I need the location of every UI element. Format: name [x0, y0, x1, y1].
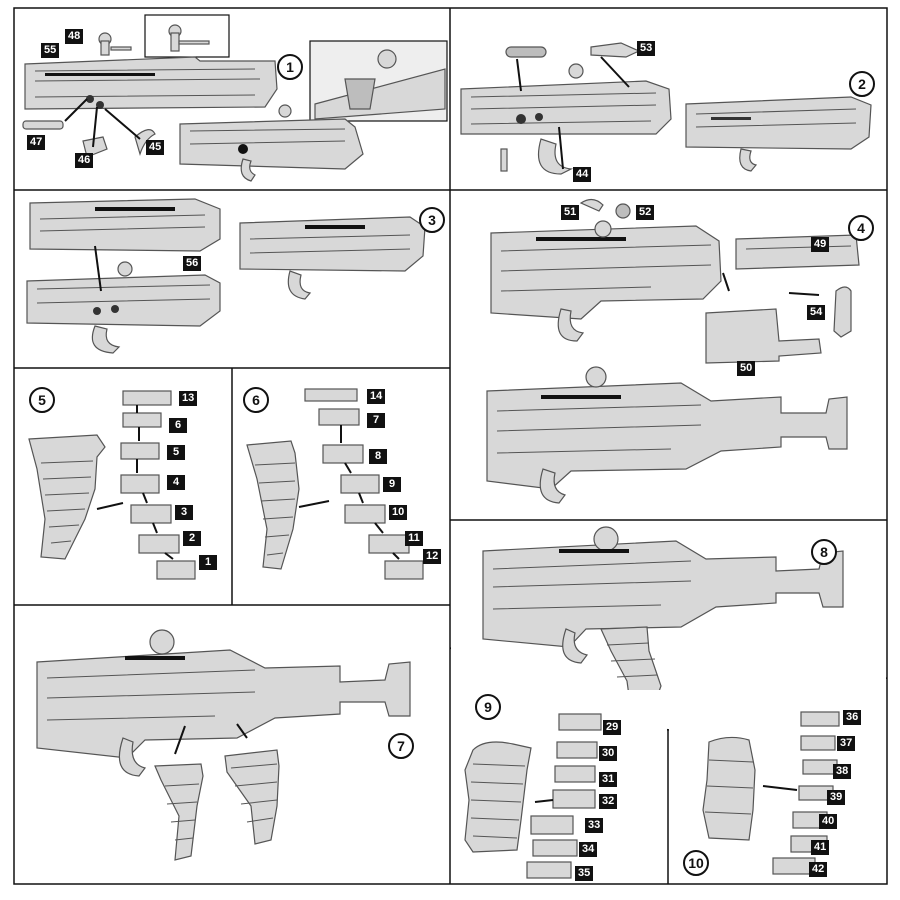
part-label-37: 37 [837, 736, 856, 751]
panel-step-9: 9 29 30 31 32 33 34 35 [451, 690, 667, 883]
part-label-12: 12 [423, 549, 442, 564]
part-label-51: 51 [561, 205, 580, 220]
part-label-42: 42 [809, 862, 828, 877]
part-label-47: 47 [27, 135, 46, 150]
part-label-54: 54 [807, 305, 826, 320]
step-10-number: 10 [683, 850, 709, 876]
magazine-illustration-5 [28, 390, 196, 580]
part-label-8: 8 [369, 449, 387, 464]
part-label-41: 41 [811, 840, 830, 855]
panel-step-1: 1 48 55 47 46 45 [15, 9, 449, 189]
part-label-36: 36 [843, 710, 862, 725]
part-label-7: 7 [367, 413, 385, 428]
step-5-number: 5 [29, 387, 55, 413]
receiver-illustration-2 [460, 42, 872, 175]
receiver-illustration-1 [22, 14, 448, 182]
part-label-1: 1 [199, 555, 217, 570]
part-label-39: 39 [827, 790, 846, 805]
part-label-10: 10 [389, 505, 408, 520]
part-label-52: 52 [636, 205, 655, 220]
part-label-2: 2 [183, 531, 201, 546]
part-label-6: 6 [169, 418, 187, 433]
part-label-29: 29 [603, 720, 622, 735]
part-label-32: 32 [599, 794, 618, 809]
step-4-number: 4 [848, 215, 874, 241]
step-1-number: 1 [277, 54, 303, 80]
part-label-3: 3 [175, 505, 193, 520]
part-label-11: 11 [405, 531, 423, 546]
step-6-number: 6 [243, 387, 269, 413]
panel-step-3: 3 56 [15, 191, 449, 367]
part-label-33: 33 [585, 818, 604, 833]
part-label-31: 31 [599, 772, 618, 787]
panel-step-10: 10 36 37 38 39 40 41 42 [669, 690, 886, 883]
receiver-illustration-4 [486, 198, 860, 504]
part-label-35: 35 [575, 866, 594, 881]
part-label-38: 38 [833, 764, 852, 779]
part-label-55: 55 [41, 43, 60, 58]
part-label-40: 40 [819, 814, 838, 829]
step-9-number: 9 [475, 694, 501, 720]
grip-illustration-10 [702, 711, 840, 875]
panel-step-7: 7 [15, 606, 449, 883]
part-label-50: 50 [737, 361, 756, 376]
part-label-34: 34 [579, 842, 598, 857]
step-2-number: 2 [849, 71, 875, 97]
part-label-30: 30 [599, 746, 618, 761]
part-label-44: 44 [573, 167, 592, 182]
panel-step-8: 8 [451, 521, 886, 721]
part-label-49: 49 [811, 237, 830, 252]
step-7-number: 7 [388, 733, 414, 759]
panel-step-4: 4 51 52 49 54 50 [451, 191, 886, 519]
part-label-45: 45 [146, 140, 165, 155]
panel-step-6: 6 14 7 8 9 10 11 12 [233, 369, 449, 604]
part-label-9: 9 [383, 477, 401, 492]
step-3-number: 3 [419, 207, 445, 233]
panel-step-5: 5 13 6 5 4 3 2 1 [15, 369, 231, 604]
panel-step-2: 2 53 44 [451, 9, 886, 189]
magazine-illustration-6 [246, 388, 424, 580]
rifle-illustration-7 [36, 629, 411, 861]
part-label-5: 5 [167, 445, 185, 460]
part-label-14: 14 [367, 389, 386, 404]
grip-illustration-9 [464, 713, 602, 879]
receiver-illustration-3 [26, 198, 426, 354]
part-label-48: 48 [65, 29, 84, 44]
part-label-56: 56 [183, 256, 202, 271]
part-label-53: 53 [637, 41, 656, 56]
part-label-46: 46 [75, 153, 94, 168]
part-label-13: 13 [179, 391, 198, 406]
part-label-4: 4 [167, 475, 185, 490]
step-8-number: 8 [811, 539, 837, 565]
